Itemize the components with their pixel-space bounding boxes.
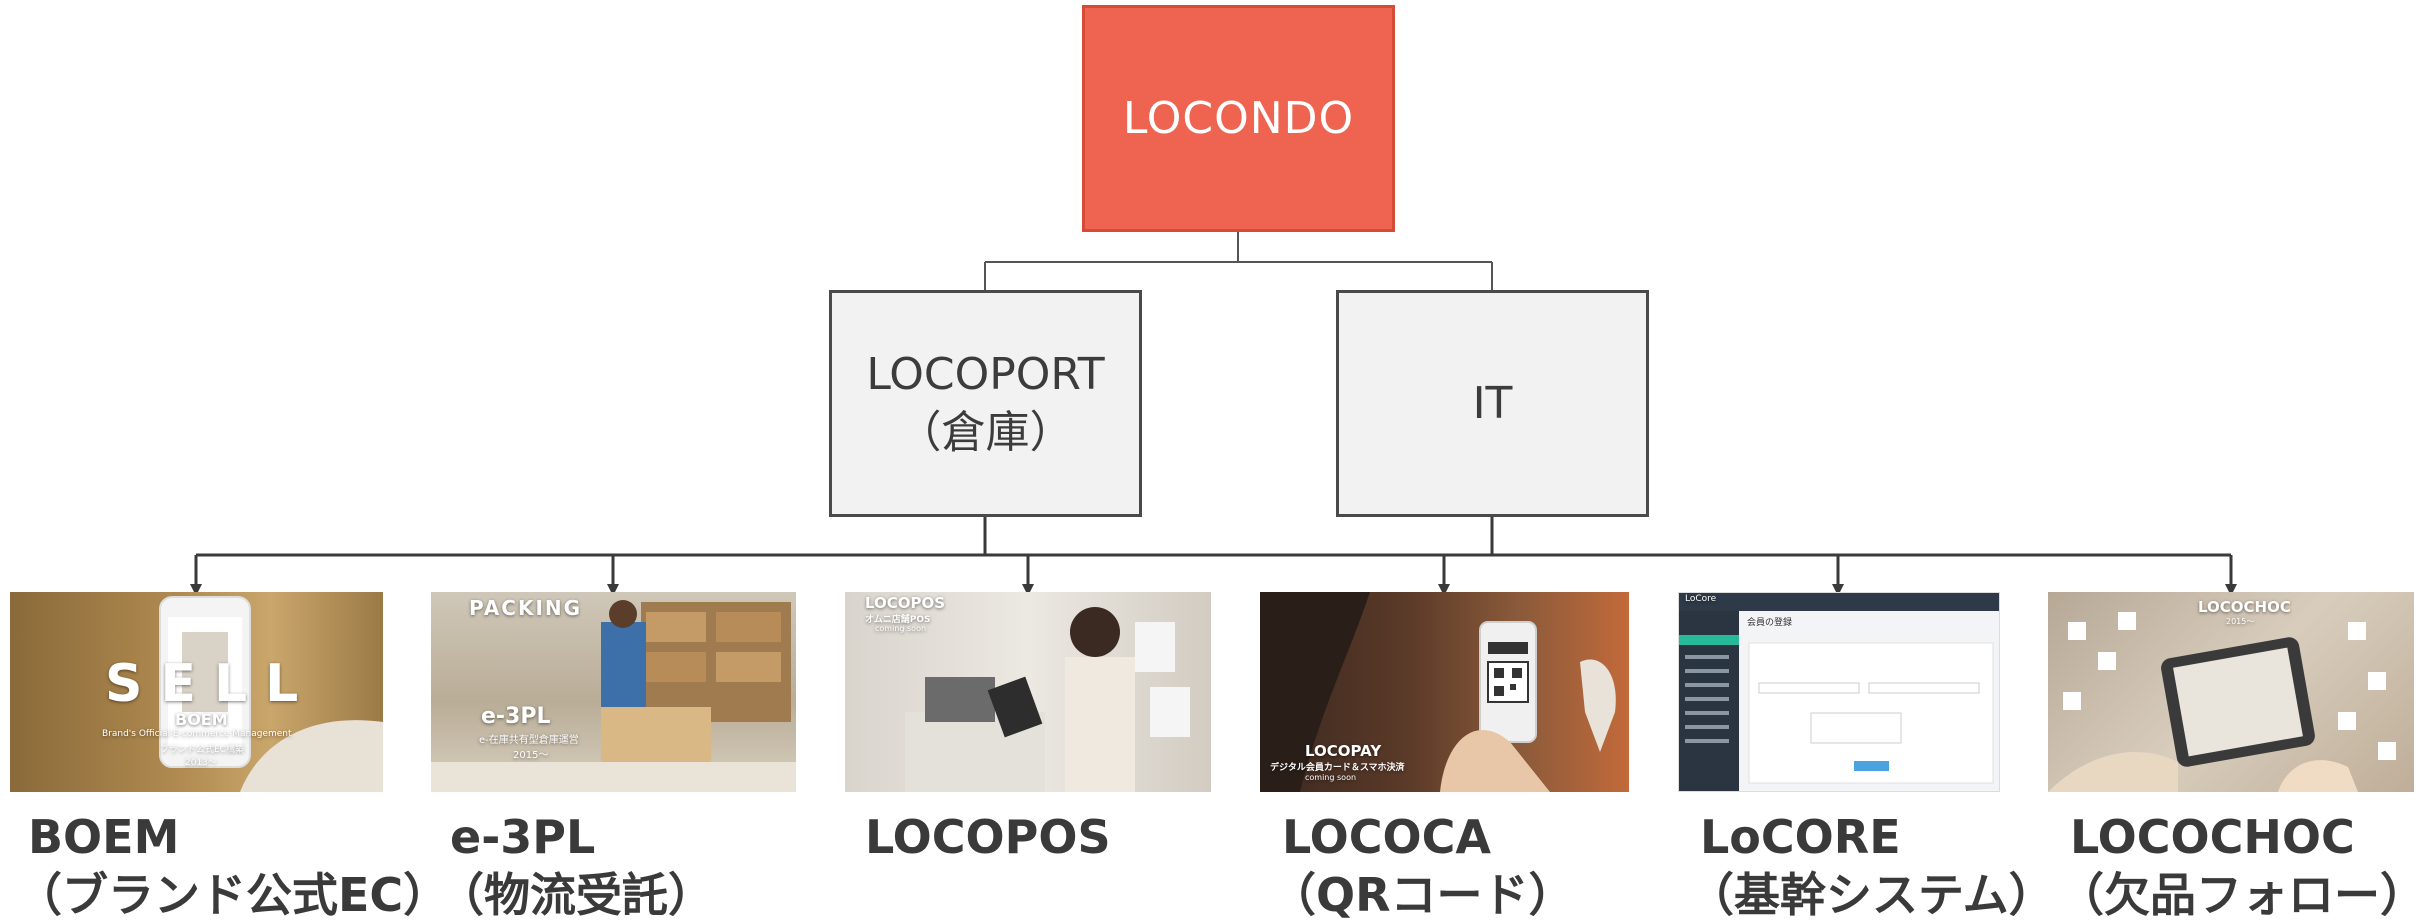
phone-qr-illustration <box>1260 592 1616 792</box>
caption-boem-subtitle: （ブランド公式EC） <box>16 868 450 922</box>
node-locoport: LOCOPORT （倉庫） <box>829 290 1142 517</box>
thumb-e3pl: PACKING e-3PL e-在庫共有型倉庫運営 2015～ <box>431 592 796 792</box>
caption-locore-name: LoCORE <box>1700 810 1901 864</box>
boem-overlay-big: SELL <box>105 654 317 714</box>
node-locoport-sublabel: （倉庫） <box>897 406 1074 458</box>
node-locoport-label: LOCOPORT <box>866 349 1105 401</box>
lococa-overlay-line1: デジタル会員カード＆スマホ決済 <box>1270 763 1405 773</box>
caption-lococa-name: LOCOCA <box>1282 810 1491 864</box>
caption-locochoc: LOCOCHOC （欠品フォロー） <box>2058 808 2425 923</box>
e3pl-overlay-big: PACKING <box>469 596 583 620</box>
e3pl-overlay-line1: e-在庫共有型倉庫運営 <box>479 735 579 746</box>
caption-locore: LoCORE （基幹システム） <box>1688 808 2055 923</box>
boem-overlay-brand: BOEM <box>175 710 228 729</box>
caption-lococa-subtitle: （QRコード） <box>1270 868 1575 922</box>
thumb-boem: SELL BOEM Brand's Official E-commerce Ma… <box>10 592 383 792</box>
pos-illustration <box>905 607 1190 792</box>
caption-boem: BOEM （ブランド公式EC） <box>16 808 449 923</box>
caption-lococa: LOCOCA （QRコード） <box>1270 808 1575 923</box>
boem-overlay-year: 2013～ <box>185 758 217 768</box>
root-node-label: LOCONDO <box>1122 93 1355 144</box>
boem-overlay-line1: Brand's Official E-commerce Management <box>102 729 292 739</box>
thumb-locochoc: LOCOCHOC 2015～ <box>2048 592 2414 792</box>
caption-e3pl-subtitle: （物流受託） <box>438 868 714 922</box>
caption-locopos: LOCOPOS <box>865 808 1111 866</box>
caption-locore-subtitle: （基幹システム） <box>1688 868 2055 922</box>
thumb-lococa: LOCOPAY デジタル会員カード＆スマホ決済 coming soon <box>1260 592 1629 792</box>
locore-overlay-brand: LoCore <box>1685 594 1717 604</box>
locopos-overlay-brand: LOCOPOS <box>865 594 946 612</box>
warehouse-illustration <box>431 600 796 792</box>
locopos-overlay-line1: オムニ店舗POS <box>865 615 931 625</box>
locopos-overlay-line2: coming soon <box>875 624 927 633</box>
root-node-locondo: LOCONDO <box>1082 5 1395 232</box>
admin-ui-illustration <box>1679 593 1999 791</box>
lococa-overlay-line2: coming soon <box>1305 773 1357 782</box>
locochoc-overlay-year: 2015～ <box>2226 617 2255 626</box>
phone-illustration <box>159 596 383 792</box>
tablet-illustration <box>2048 612 2396 792</box>
caption-locochoc-subtitle: （欠品フォロー） <box>2058 868 2425 922</box>
e3pl-overlay-brand: e-3PL <box>481 704 551 729</box>
locochoc-overlay-brand: LOCOCHOC <box>2198 598 2291 616</box>
e3pl-overlay-year: 2015～ <box>513 750 549 761</box>
lococa-overlay-brand: LOCOPAY <box>1305 742 1382 760</box>
caption-boem-name: BOEM <box>28 810 180 864</box>
node-it: IT <box>1336 290 1649 517</box>
thumb-locore: LoCore 会員の登録 <box>1678 592 2000 792</box>
locore-overlay-line1: 会員の登録 <box>1747 618 1793 628</box>
thumb-locopos: LOCOPOS オムニ店舗POS coming soon <box>845 592 1211 792</box>
node-it-label: IT <box>1472 377 1513 429</box>
caption-locopos-name: LOCOPOS <box>865 810 1111 864</box>
caption-e3pl: e-3PL （物流受託） <box>438 808 714 923</box>
caption-locochoc-name: LOCOCHOC <box>2070 810 2355 864</box>
boem-overlay-line2: ブランド公式EC構築 <box>160 745 244 755</box>
caption-e3pl-name: e-3PL <box>450 810 596 864</box>
